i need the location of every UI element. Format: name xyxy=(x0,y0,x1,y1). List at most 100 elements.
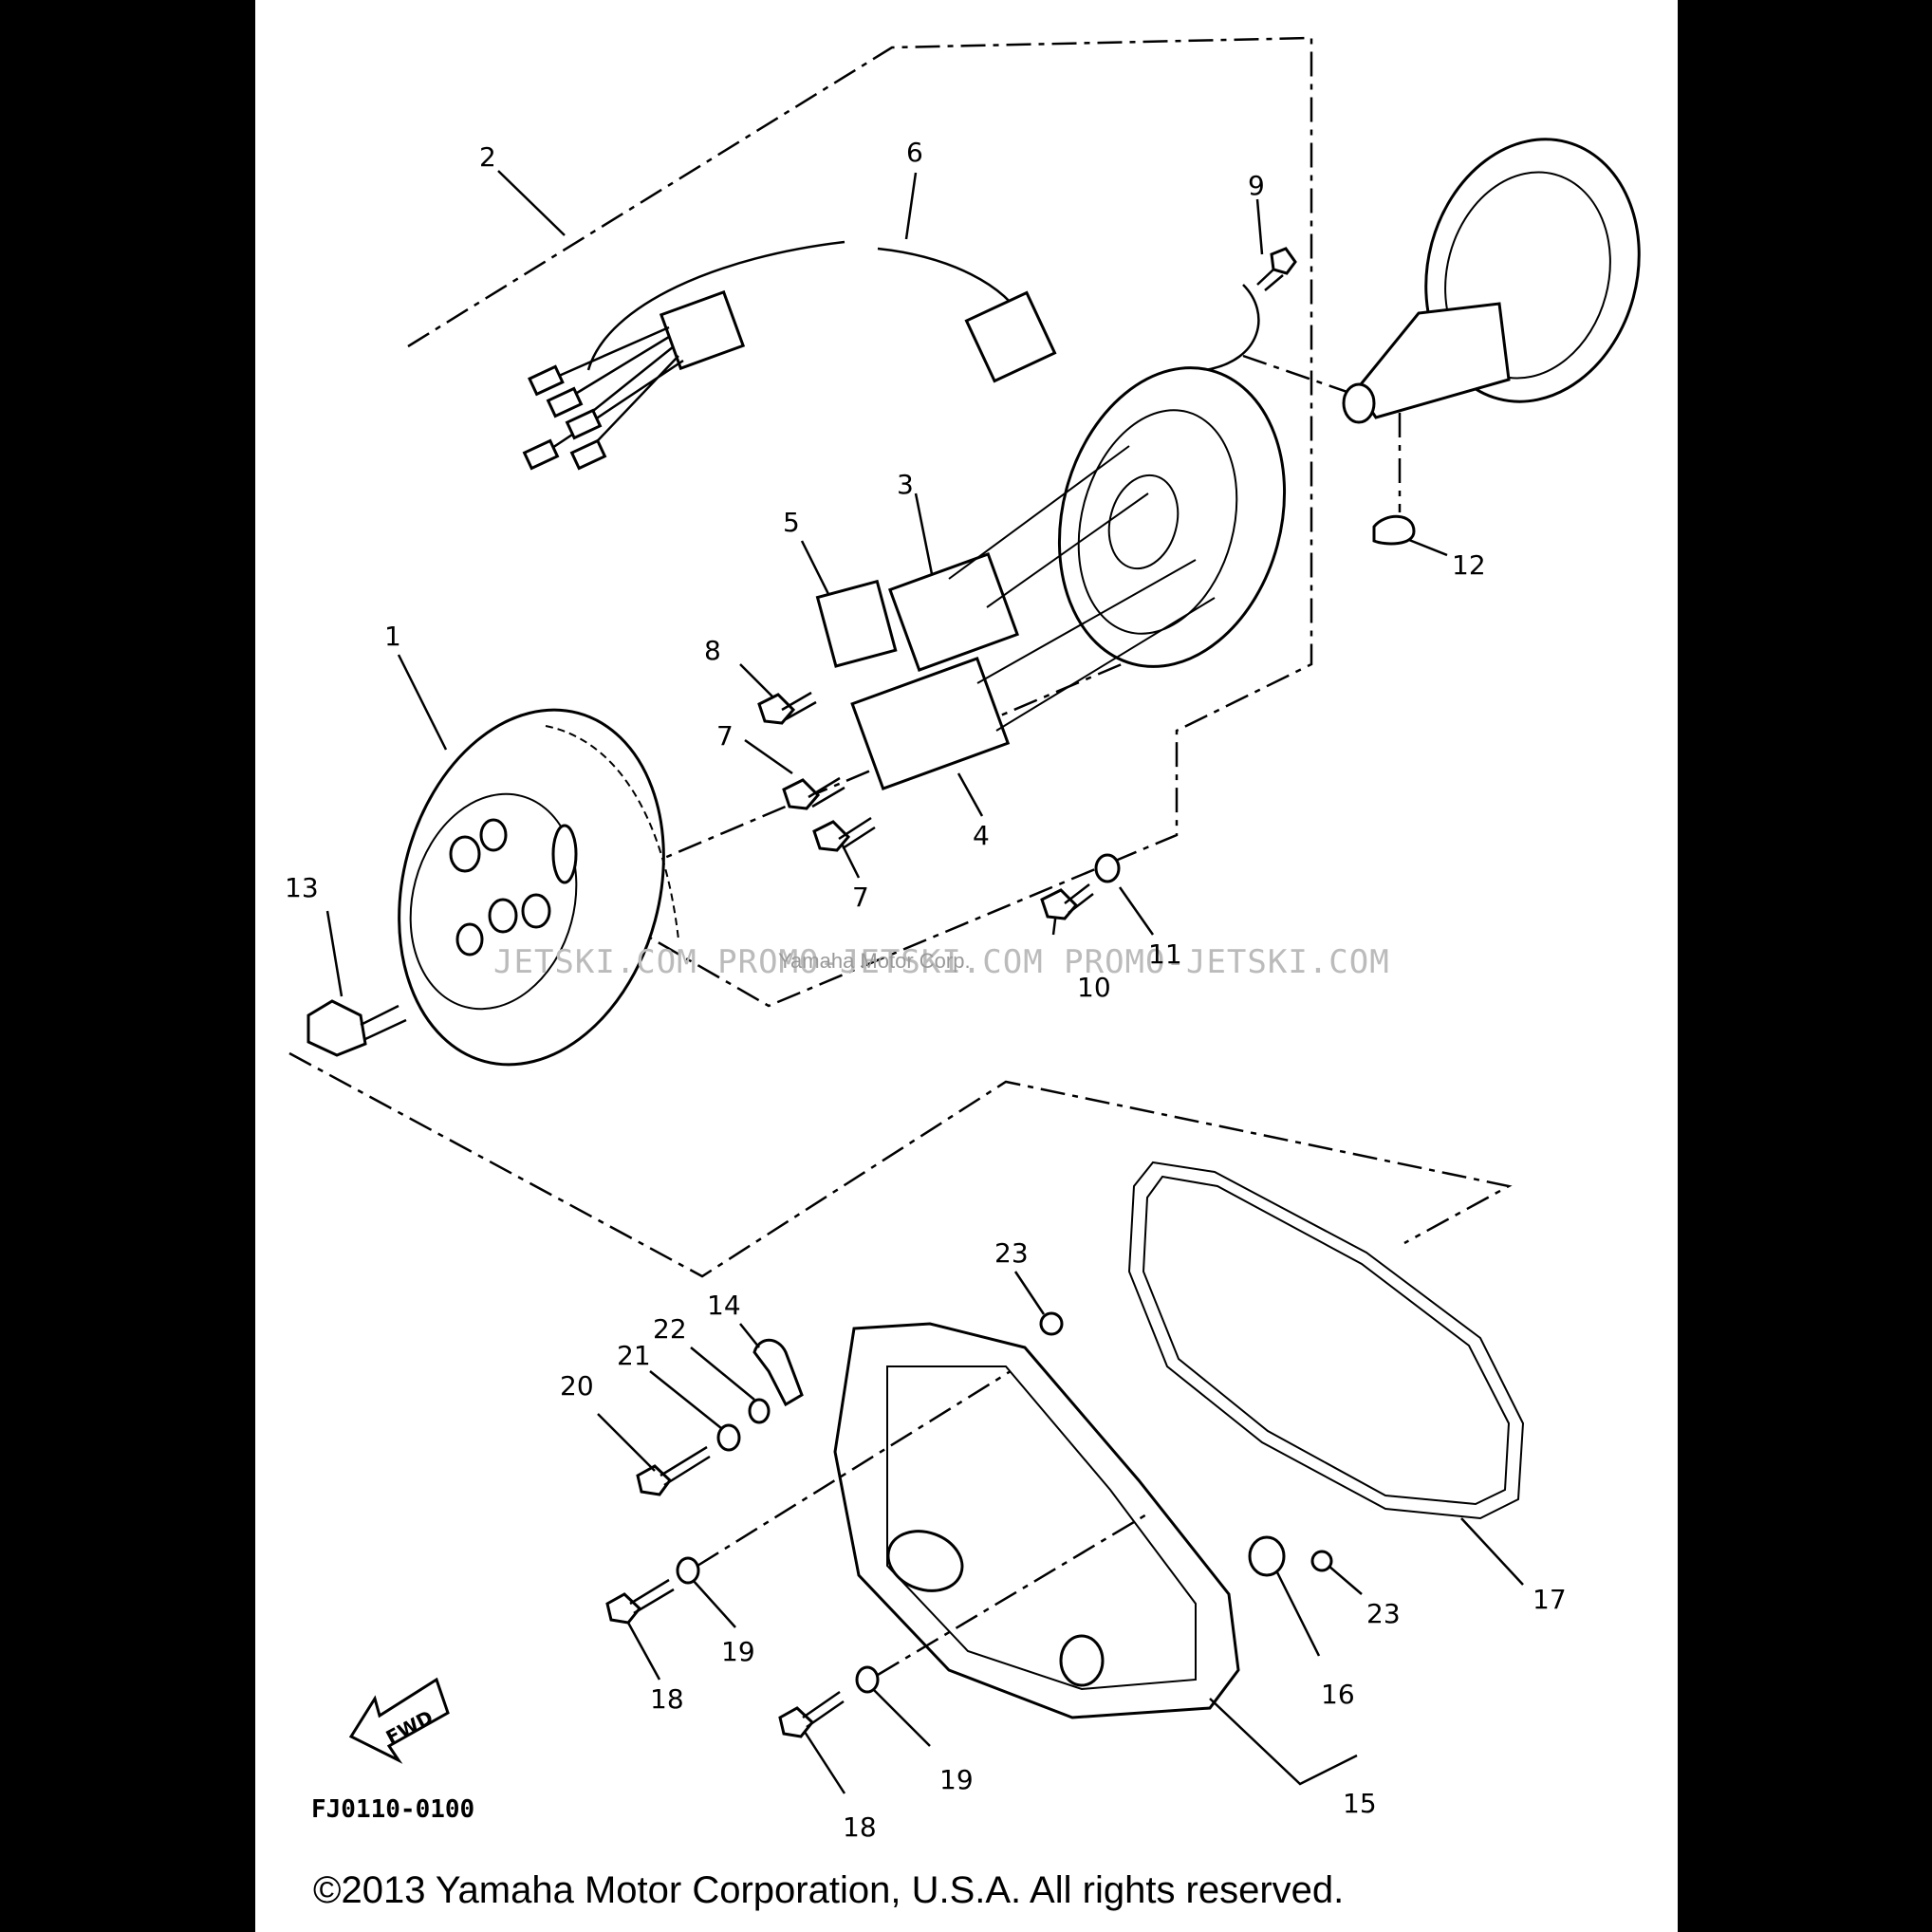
leader-17 xyxy=(1460,1517,1524,1586)
cover-boss xyxy=(1059,1634,1105,1687)
clamp-14 xyxy=(752,1338,804,1407)
flywheel-section-boundary xyxy=(288,1051,1513,1278)
screw-10 xyxy=(1040,883,1094,920)
collar-16 xyxy=(1248,1535,1286,1577)
wire-harness-left xyxy=(586,240,845,371)
harness-connector-right xyxy=(964,290,1057,383)
washer-11 xyxy=(1094,853,1121,883)
callout-6: 6 xyxy=(906,137,923,168)
callout-5: 5 xyxy=(783,507,800,538)
callout-13: 13 xyxy=(285,872,319,903)
leader-23b xyxy=(1328,1565,1363,1595)
callout-22: 22 xyxy=(653,1313,687,1345)
flywheel-nut-13 xyxy=(307,999,407,1057)
ground-wire xyxy=(1204,284,1260,372)
leader-16 xyxy=(1274,1570,1321,1657)
leader-22 xyxy=(690,1347,755,1401)
flywheel-holes xyxy=(449,818,578,957)
screw-9 xyxy=(1256,247,1297,291)
cover-port xyxy=(886,1530,964,1592)
bolt-18a xyxy=(605,1578,675,1625)
cover-gasket-inner xyxy=(1142,1175,1511,1506)
leader-23a xyxy=(1013,1271,1046,1315)
leader-18a xyxy=(626,1622,661,1681)
leader-15 xyxy=(1209,1698,1358,1786)
callout-18a: 18 xyxy=(650,1683,684,1715)
callout-16: 16 xyxy=(1321,1679,1355,1710)
leader-14 xyxy=(739,1323,760,1348)
leader-19a xyxy=(692,1579,736,1628)
callout-9: 9 xyxy=(1248,170,1265,201)
leader-1 xyxy=(397,654,448,751)
watermark-small: Yamaha Motor Corp. xyxy=(778,949,971,973)
leader-19b xyxy=(872,1688,931,1747)
leader-21 xyxy=(649,1370,722,1429)
callout-17: 17 xyxy=(1533,1584,1567,1615)
charge-coil xyxy=(888,551,1019,673)
leader-8 xyxy=(739,663,774,698)
pulser-coil xyxy=(850,656,1011,790)
leader-18b xyxy=(803,1731,846,1794)
leader-4 xyxy=(957,772,984,817)
callout-7a: 7 xyxy=(716,720,734,752)
flywheel-face xyxy=(409,792,578,1011)
woodruff-key-12 xyxy=(1372,514,1416,546)
coil-mount-lines xyxy=(948,445,1216,732)
magneto-cover-15 xyxy=(833,1322,1240,1719)
screw-7a xyxy=(782,776,845,810)
callout-20: 20 xyxy=(560,1370,594,1402)
cover-gasket-17 xyxy=(1127,1161,1525,1520)
callout-7b: 7 xyxy=(852,882,869,913)
callout-23b: 23 xyxy=(1366,1598,1401,1629)
fwd-arrow-icon: FWD xyxy=(348,1677,450,1764)
leader-7a xyxy=(744,738,793,775)
washer-22 xyxy=(748,1398,771,1424)
stator-base-plate xyxy=(1057,366,1287,668)
lighting-coil xyxy=(815,579,898,668)
watermark: JETSKI.COM PROMO-JETSKI.COM PROMO-JETSKI… xyxy=(493,943,1390,981)
callout-15: 15 xyxy=(1343,1788,1377,1819)
stator-kit-boundary xyxy=(407,36,1313,1008)
washer-21 xyxy=(716,1423,741,1452)
washer-19a xyxy=(676,1556,700,1585)
starter-cone xyxy=(1355,302,1511,419)
leader-6 xyxy=(904,172,918,240)
leader-11 xyxy=(1118,886,1155,936)
leader-20 xyxy=(597,1413,656,1472)
callout-12: 12 xyxy=(1452,549,1486,581)
stator-plate-inner xyxy=(1077,409,1238,635)
plug-23b xyxy=(1310,1550,1333,1572)
bolt-axis-b xyxy=(877,1512,1149,1677)
bolt-axis-a xyxy=(697,1369,1012,1568)
callout-1: 1 xyxy=(384,621,401,652)
cover-inner-outline xyxy=(886,1365,1197,1691)
callout-21: 21 xyxy=(617,1340,651,1371)
callout-8: 8 xyxy=(704,635,721,666)
screw-8 xyxy=(757,691,817,725)
flywheel-ring-gear xyxy=(545,725,679,940)
callout-11: 11 xyxy=(1148,938,1182,970)
screw-7b xyxy=(812,816,876,852)
bolt-20 xyxy=(636,1445,711,1496)
callout-3: 3 xyxy=(897,469,914,500)
callout-18b: 18 xyxy=(843,1811,877,1843)
diagram-code: FJ0110-0100 xyxy=(311,1795,474,1824)
callout-23a: 23 xyxy=(994,1237,1029,1269)
bolt-18b xyxy=(778,1690,845,1738)
washer-19b xyxy=(855,1665,880,1694)
flywheel-rotor xyxy=(398,708,665,1067)
leader-7b xyxy=(838,839,861,879)
copyright-notice: ©2013 Yamaha Motor Corporation, U.S.A. A… xyxy=(313,1869,1345,1911)
stator-plate-hub xyxy=(1107,474,1180,570)
callout-14: 14 xyxy=(707,1290,741,1321)
callout-19a: 19 xyxy=(721,1636,755,1667)
callout-10: 10 xyxy=(1077,972,1111,1003)
starter-shaft-end xyxy=(1342,382,1376,424)
callout-19b: 19 xyxy=(939,1764,974,1795)
leader-3 xyxy=(914,492,937,589)
leader-9 xyxy=(1255,198,1264,255)
plug-23a xyxy=(1039,1311,1064,1336)
leader-2 xyxy=(497,170,566,236)
